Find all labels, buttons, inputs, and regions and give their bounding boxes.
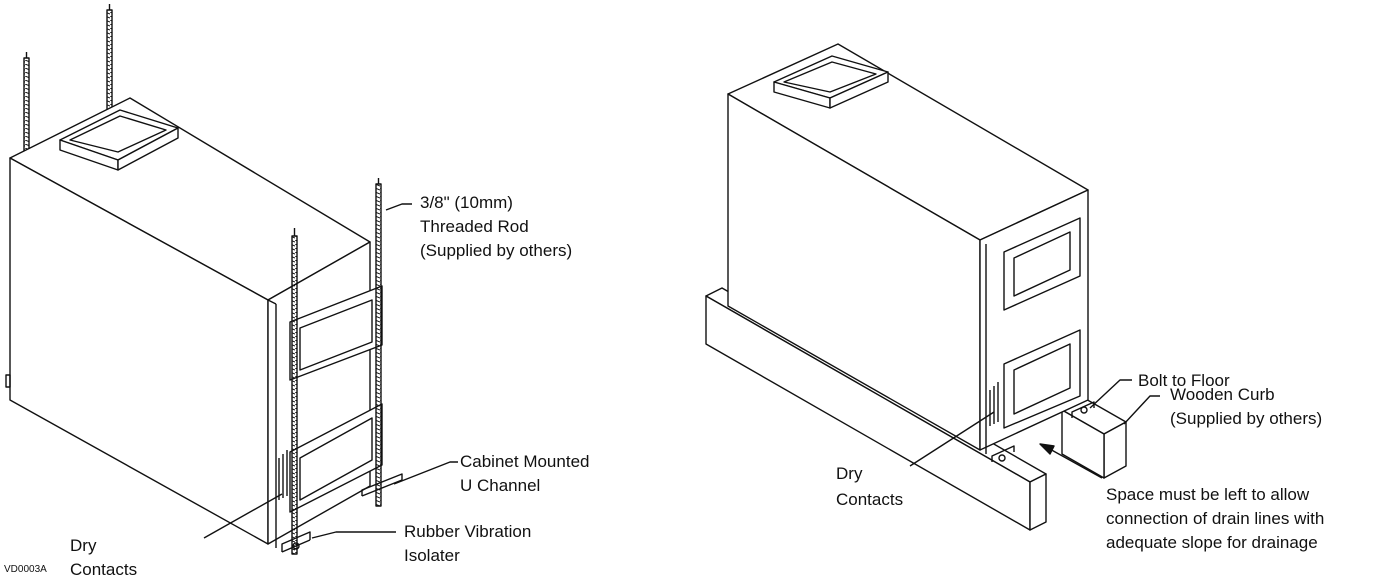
rod-label-line-1: 3/8" (10mm) xyxy=(420,193,513,212)
u-channel xyxy=(361,473,403,497)
wooden-curb-right xyxy=(1061,397,1127,479)
dry-contacts-label-right-line-1: Dry xyxy=(836,464,863,483)
threaded-rod-front-right xyxy=(375,178,382,507)
isolator-leader xyxy=(311,531,396,539)
rod-label-line-3: (Supplied by others) xyxy=(420,241,573,260)
channel-label-line-2: U Channel xyxy=(460,476,541,495)
bolt-leader xyxy=(1089,379,1132,409)
threaded-rod-front-left xyxy=(291,228,298,555)
contacts-leader-left xyxy=(203,493,283,539)
threaded-rod-rear-right xyxy=(106,4,113,121)
curb-label-line-2: (Supplied by others) xyxy=(1170,409,1323,428)
dry-contacts-label-left-line-2: Contacts xyxy=(70,560,138,579)
space-label-line-1: Space must be left to allow xyxy=(1106,485,1310,504)
figure-code: VD0003A xyxy=(4,564,47,575)
top-collar xyxy=(59,109,179,171)
rod-label-line-2: Threaded Rod xyxy=(420,217,529,236)
side-opening-upper xyxy=(289,285,383,381)
curb-label-line-1: Wooden Curb xyxy=(1170,385,1275,404)
bolt-label: Bolt to Floor xyxy=(1138,371,1230,390)
dry-contacts-label-right-line-2: Contacts xyxy=(836,490,904,509)
suspended-unit xyxy=(5,4,458,555)
contacts-leader-right xyxy=(909,411,995,467)
space-arrow xyxy=(1039,443,1103,479)
side-opening-lower xyxy=(289,403,383,513)
curb-leader xyxy=(1123,395,1160,425)
channel-label-line-1: Cabinet Mounted xyxy=(460,452,590,471)
rod-leader xyxy=(385,203,412,211)
floor-bolt-left xyxy=(991,445,1015,462)
rubber-isolator xyxy=(281,531,311,553)
side-opening-upper-right xyxy=(1003,217,1081,311)
space-label-line-3: adequate slope for drainage xyxy=(1106,533,1318,552)
isolator-label-line-1: Rubber Vibration xyxy=(404,522,532,541)
channel-leader xyxy=(393,461,458,485)
top-collar-right xyxy=(773,55,889,109)
dry-contacts-slots-right xyxy=(989,382,999,426)
isolator-label-line-2: Isolater xyxy=(404,546,460,565)
side-opening-lower-right xyxy=(1003,329,1081,429)
space-label-line-2: connection of drain lines with xyxy=(1106,509,1325,528)
dry-contacts-slots-left xyxy=(278,450,288,500)
dry-contacts-label-left-line-1: Dry xyxy=(70,536,97,555)
floor-unit xyxy=(705,43,1160,531)
